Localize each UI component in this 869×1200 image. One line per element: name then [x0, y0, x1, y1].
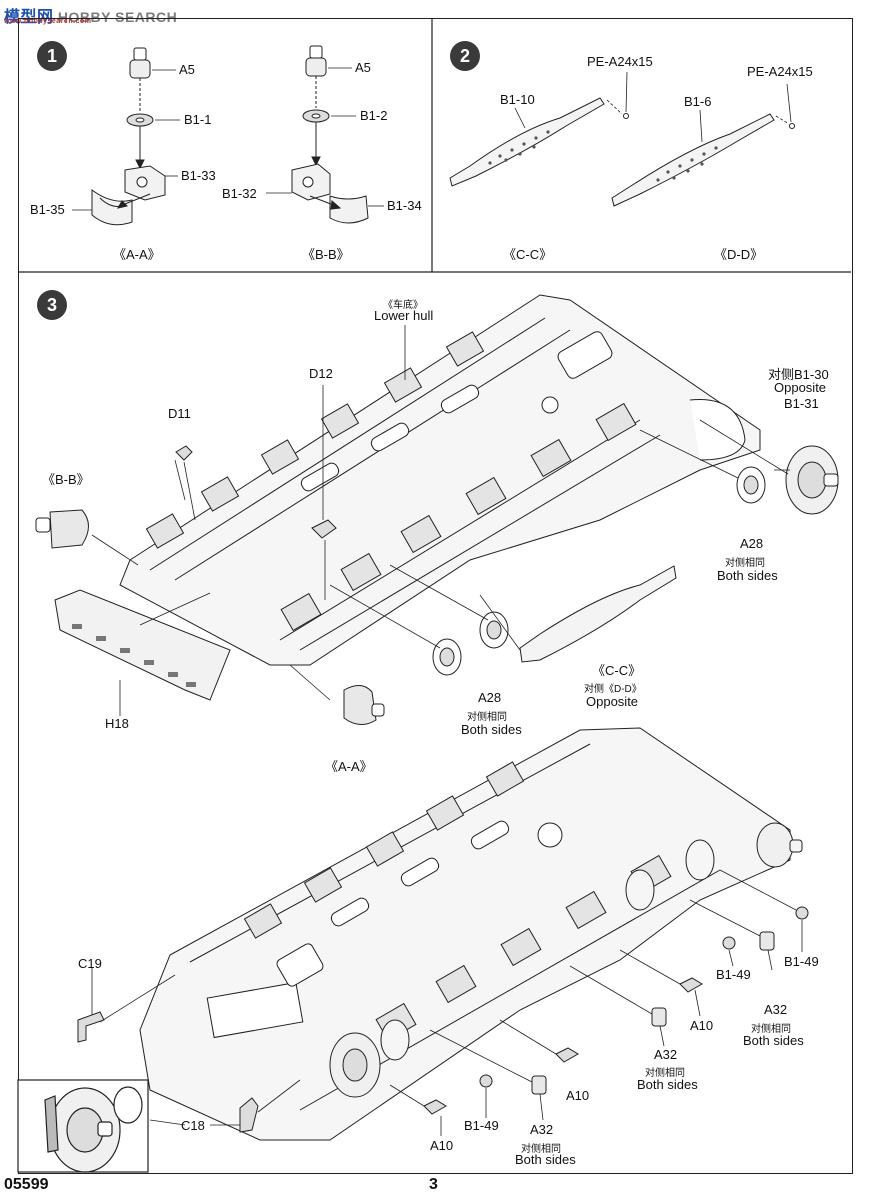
label-b1-6: B1-6	[684, 94, 712, 109]
label-a5-left: A5	[179, 62, 195, 77]
caption-cc-step2: 《C-C》	[503, 247, 553, 262]
label-h18: H18	[105, 716, 129, 731]
label-a32-3: A32	[764, 1002, 788, 1017]
step-2-badge: 2	[450, 41, 480, 71]
watermark-logo: 模型网 HOBBY SEARCH www.hobbysearch.com	[4, 3, 177, 27]
label-b1-30-cn: 对侧B1-30	[768, 367, 829, 382]
label-bb-step3: 《B-B》	[42, 472, 90, 487]
label-b1-49-1: B1-49	[464, 1118, 499, 1133]
label-a28-front: A28	[478, 690, 502, 705]
caption-aa-step1: 《A-A》	[113, 247, 161, 262]
label-a28-rear-cn: 对侧相同	[725, 558, 765, 569]
label-b1-2: B1-2	[360, 108, 388, 123]
label-b1-49-3: B1-49	[784, 954, 819, 969]
label-d12: D12	[309, 366, 333, 381]
label-b1-30-en: Opposite	[774, 380, 827, 395]
page-number: 3	[429, 1176, 438, 1193]
label-pe-a24-right: PE-A24x15	[747, 64, 813, 79]
label-a28-front-en: Both sides	[461, 722, 522, 737]
caption-dd-step2: 《D-D》	[714, 247, 764, 262]
label-a32-1-cn: 对侧相同	[521, 1144, 561, 1155]
label-d11: D11	[168, 406, 191, 421]
label-a10-1: A10	[430, 1138, 454, 1153]
label-b1-10: B1-10	[500, 92, 535, 107]
inset-detail	[17, 1079, 149, 1173]
label-a5-right: A5	[355, 60, 371, 75]
label-b1-33: B1-33	[181, 168, 216, 183]
step3-lower-parts	[77, 906, 809, 1133]
label-a32-3-en: Both sides	[743, 1033, 804, 1048]
step1-right-assembly	[291, 45, 369, 224]
label-c18: C18	[181, 1118, 205, 1133]
product-code: 05599	[4, 1176, 49, 1193]
label-b1-31: B1-31	[784, 396, 819, 411]
label-b1-32: B1-32	[222, 186, 257, 201]
label-a32-2-cn: 对侧相同	[645, 1068, 685, 1079]
label-b1-49-2: B1-49	[716, 967, 751, 982]
label-a10-2: A10	[566, 1088, 590, 1103]
watermark-url: www.hobbysearch.com	[4, 18, 92, 25]
label-lower-hull-cn: 《车底》	[383, 300, 423, 311]
step-1-badge: 1	[37, 41, 67, 71]
label-a32-1: A32	[530, 1122, 554, 1137]
label-a32-2-en: Both sides	[637, 1077, 698, 1092]
label-pe-a24-left: PE-A24x15	[587, 54, 653, 69]
step-3-badge: 3	[37, 290, 67, 320]
watermark-en: HOBBY SEARCH	[57, 9, 178, 25]
page-frame	[18, 18, 853, 1174]
step1-left-assembly	[91, 47, 166, 226]
label-dd-cn: 对侧《D-D》	[584, 684, 642, 695]
label-a28-rear: A28	[740, 536, 764, 551]
label-a32-3-cn: 对侧相同	[751, 1024, 791, 1035]
label-aa-step3: 《A-A》	[325, 759, 373, 774]
label-dd-en: Opposite	[586, 694, 639, 709]
label-a10-3: A10	[690, 1018, 714, 1033]
label-cc-step3: 《C-C》	[592, 663, 642, 678]
step2-left-sprocket-plate	[449, 97, 629, 187]
label-b1-1: B1-1	[184, 112, 212, 127]
caption-bb-step1: 《B-B》	[302, 247, 350, 262]
label-c19: C19	[78, 956, 102, 971]
label-a28-front-cn: 对侧相同	[467, 712, 507, 723]
step3-lower-hull-top-view	[119, 294, 761, 666]
label-a32-2: A32	[654, 1047, 678, 1062]
step2-right-sprocket-plate	[611, 113, 795, 207]
label-a28-rear-en: Both sides	[717, 568, 778, 583]
label-b1-34: B1-34	[387, 198, 422, 213]
step3-lower-hull-bottom-view	[139, 727, 803, 1141]
label-a32-1-en: Both sides	[515, 1152, 576, 1167]
step3-upper-parts	[35, 445, 839, 725]
label-b1-35: B1-35	[30, 202, 65, 217]
label-lower-hull: Lower hull	[374, 308, 434, 323]
watermark-cn: 模型网	[4, 9, 54, 26]
